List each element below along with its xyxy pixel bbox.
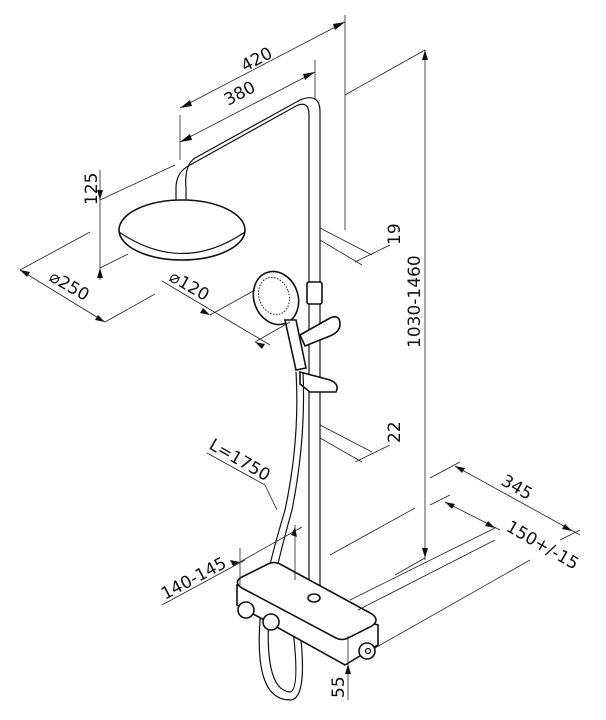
hand-shower-nozzles [257, 276, 291, 316]
dim-hose-length: L=1750 [206, 435, 274, 486]
hand-shower-handle [284, 319, 307, 371]
slide-bar-slider [299, 370, 338, 393]
control-knob-middle[interactable] [262, 613, 280, 631]
control-knob-side[interactable] [358, 642, 376, 660]
thermostat-top [236, 561, 377, 641]
dim-handshower-diameter: ⌀120 [166, 267, 213, 306]
knob-center [364, 647, 372, 655]
pipe-outlet [307, 593, 321, 603]
dim-22: 22 [385, 421, 405, 443]
dim-outlet-height: 140-145 [158, 553, 230, 604]
dim-380: 380 [221, 78, 259, 111]
dim-total-height: 1030-1460 [405, 255, 425, 348]
dim-wall-distance: 150+/-15 [503, 517, 582, 574]
shower-hose-inner [267, 371, 305, 693]
overhead-arm [175, 103, 310, 600]
overhead-arm-inner [185, 97, 321, 600]
dimension-arrows [20, 22, 572, 674]
dim-19: 19 [385, 223, 405, 245]
dim-420: 420 [238, 44, 276, 77]
dimension-lines [19, 15, 581, 700]
rain-shower-head [118, 199, 246, 261]
dim-55: 55 [329, 676, 349, 698]
pipe-collar [306, 281, 323, 305]
rain-shower-head-rim [118, 231, 246, 255]
dim-125: 125 [82, 173, 102, 205]
control-knob-left[interactable] [237, 601, 255, 619]
shower-system [118, 97, 379, 701]
handshower-holder [298, 316, 341, 348]
